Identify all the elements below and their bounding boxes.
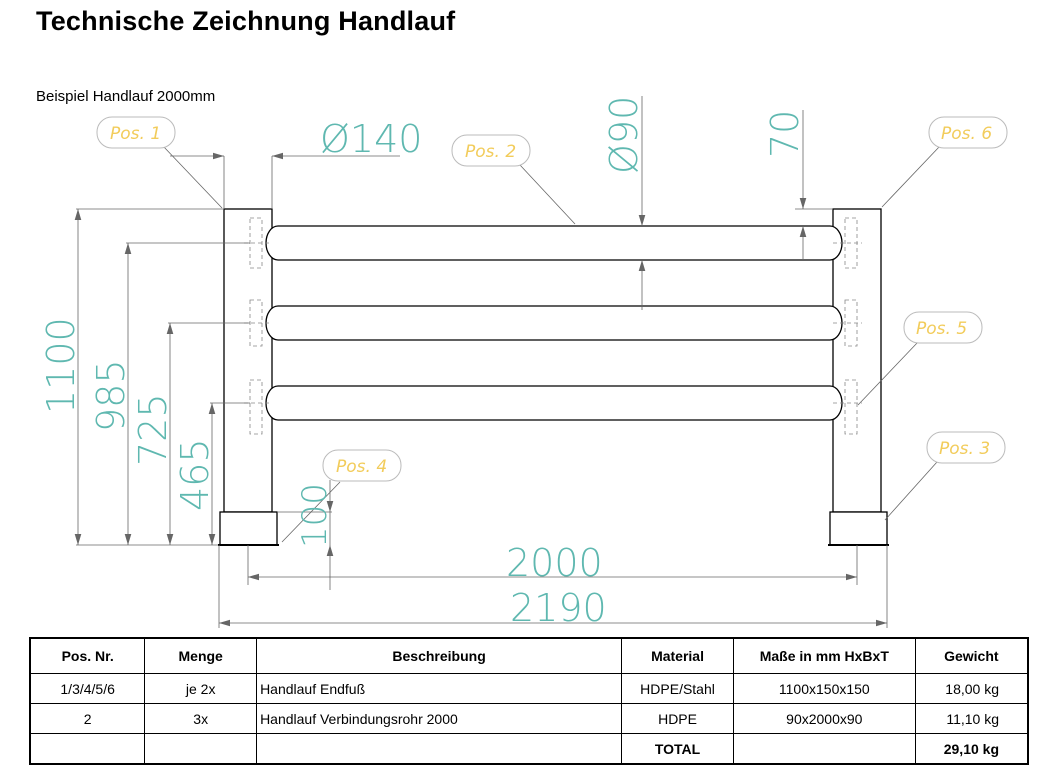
header-menge: Menge (144, 637, 258, 674)
label-pos-3: Pos. 3 (926, 431, 1006, 464)
label-pos-1: Pos. 1 (96, 116, 176, 149)
cell-material: HDPE/Stahl (621, 673, 734, 704)
cell-empty (732, 733, 916, 765)
cell-total-value: 29,10 kg (914, 733, 1029, 765)
table-header-row: Pos. Nr. Menge Beschreibung Material Maß… (29, 637, 1029, 674)
drawing-subtitle: Beispiel Handlauf 2000mm (36, 88, 216, 105)
cell-gewicht: 18,00 kg (914, 673, 1029, 704)
header-material: Material (621, 637, 734, 674)
cell-masse: 1100x150x150 (732, 673, 916, 704)
header-pos-nr: Pos. Nr. (29, 637, 146, 674)
svg-text:Pos. 2: Pos. 2 (465, 142, 516, 162)
table-total-row: TOTAL 29,10 kg (29, 733, 1029, 765)
svg-text:Pos. 5: Pos. 5 (916, 319, 967, 339)
svg-text:Pos. 4: Pos. 4 (336, 457, 387, 477)
label-pos-4: Pos. 4 (322, 449, 402, 482)
cell-total-label: TOTAL (621, 733, 734, 765)
header-masse: Maße in mm HxBxT (732, 637, 916, 674)
table-row: 1/3/4/5/6 je 2x Handlauf Endfuß HDPE/Sta… (29, 673, 1029, 704)
right-post (828, 208, 889, 546)
label-pos-6: Pos. 6 (928, 116, 1008, 149)
dimension-lines (74, 96, 888, 628)
cell-masse: 90x2000x90 (732, 703, 916, 734)
connector-pipes (265, 225, 843, 421)
dim-height-1100: 1100 (39, 317, 83, 414)
header-beschreibung: Beschreibung (256, 637, 623, 674)
left-post (218, 208, 279, 546)
cell-menge: je 2x (144, 673, 258, 704)
cell-material: HDPE (621, 703, 734, 734)
leader-lines (162, 145, 941, 543)
parts-table: Pos. Nr. Menge Beschreibung Material Maß… (29, 637, 1029, 765)
cell-pos-nr: 2 (29, 703, 146, 734)
dimension-texts: Ø140 Ø90 70 1100 985 725 465 100 2000 21… (39, 96, 807, 630)
cell-beschreibung: Handlauf Endfuß (256, 673, 623, 704)
label-pos-5: Pos. 5 (903, 311, 983, 344)
label-pos-2: Pos. 2 (451, 134, 531, 167)
table-row: 2 3x Handlauf Verbindungsrohr 2000 HDPE … (29, 703, 1029, 734)
cell-menge: 3x (144, 703, 258, 734)
header-gewicht: Gewicht (914, 637, 1029, 674)
dim-diameter-140: Ø140 (320, 117, 422, 161)
svg-text:Pos. 6: Pos. 6 (941, 124, 992, 144)
svg-text:Pos. 3: Pos. 3 (939, 439, 990, 459)
cell-empty (256, 733, 623, 765)
dim-width-2000: 2000 (506, 541, 603, 585)
svg-text:Pos. 1: Pos. 1 (110, 124, 161, 144)
dim-diameter-90: Ø90 (602, 96, 646, 174)
position-labels: Pos. 1 Pos. 2 Pos. 6 Pos. 5 Pos. 3 Pos. … (96, 116, 1008, 482)
dim-height-985: 985 (89, 359, 133, 432)
cell-gewicht: 11,10 kg (914, 703, 1029, 734)
dim-70: 70 (763, 110, 807, 158)
dim-height-725: 725 (131, 393, 175, 466)
cell-empty (29, 733, 146, 765)
dim-height-100: 100 (295, 483, 335, 548)
cell-pos-nr: 1/3/4/5/6 (29, 673, 146, 704)
dim-width-2190: 2190 (510, 586, 607, 630)
page-title: Technische Zeichnung Handlauf (36, 6, 456, 36)
cell-empty (144, 733, 258, 765)
hidden-mounting-lines (244, 217, 862, 435)
dim-height-465: 465 (173, 438, 217, 511)
cell-beschreibung: Handlauf Verbindungsrohr 2000 (256, 703, 623, 734)
technical-drawing: Ø140 Ø90 70 1100 985 725 465 100 2000 21… (39, 96, 1008, 630)
